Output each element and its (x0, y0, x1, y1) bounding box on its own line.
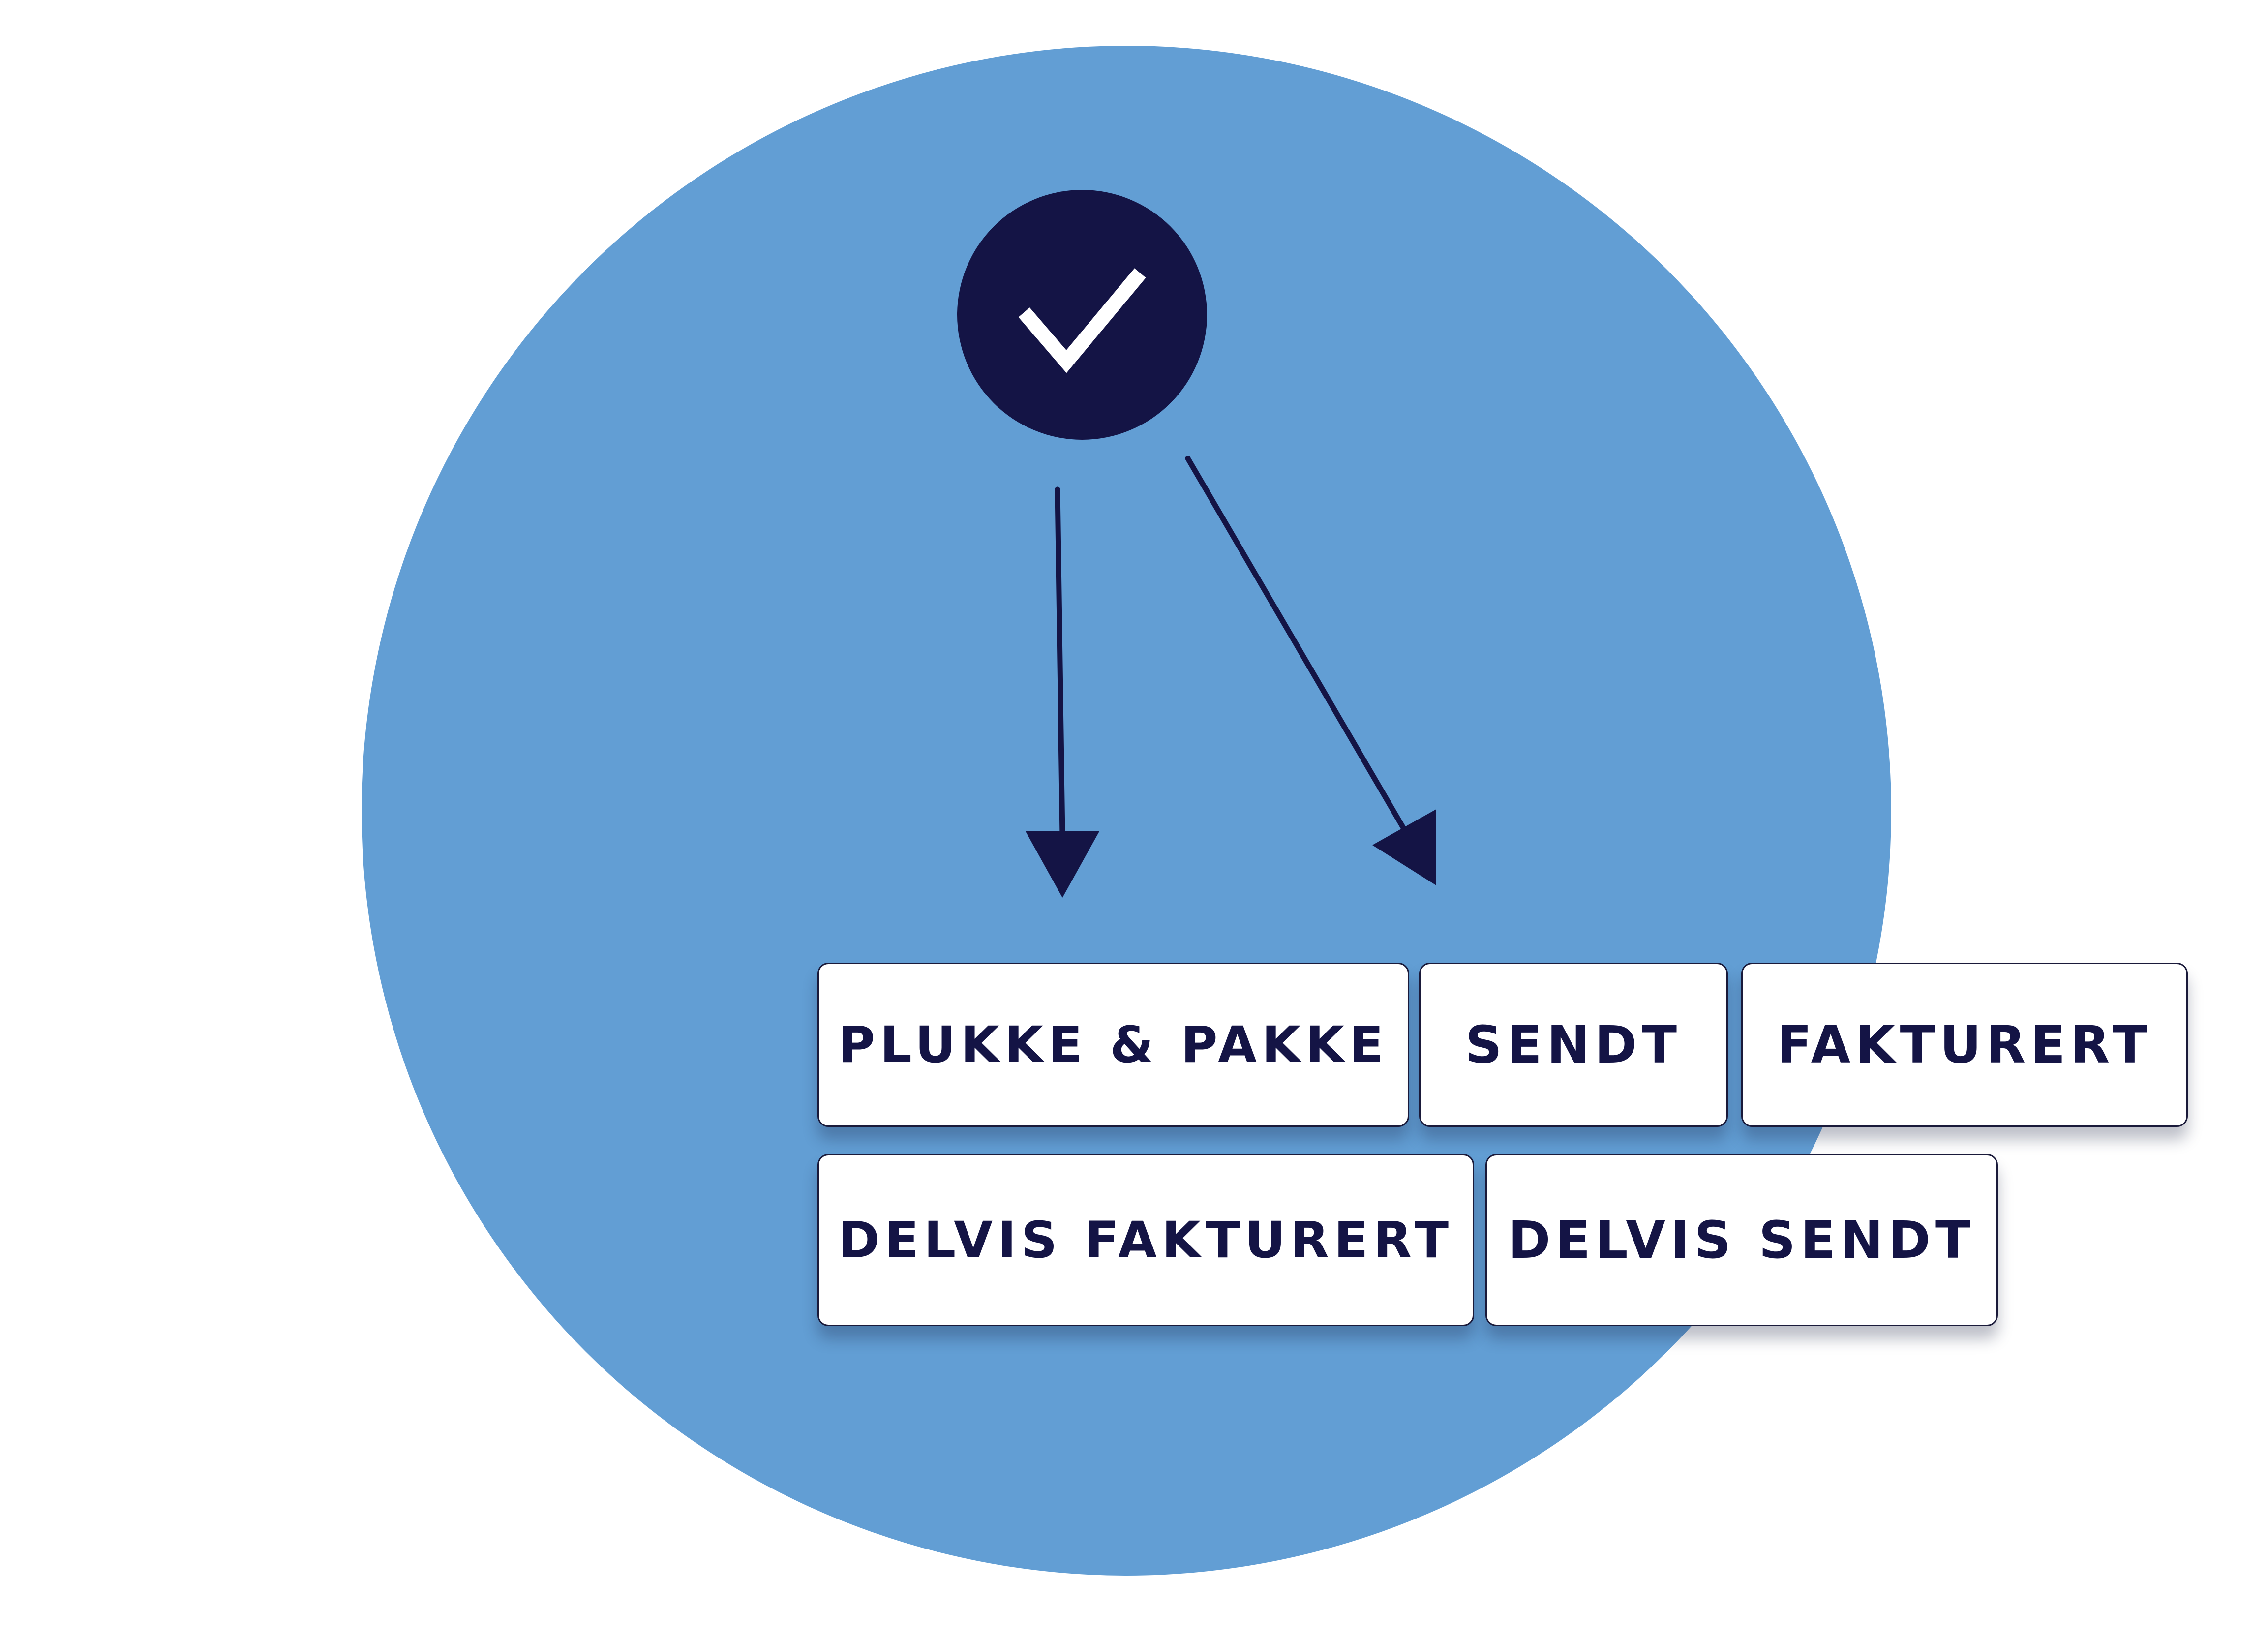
status-box-delvis-sendt: DELVIS SENDT (1485, 1154, 1998, 1326)
status-label: SENDT (1465, 1015, 1682, 1075)
status-box-plukke-pakke: PLUKKE & PAKKE (817, 963, 1409, 1127)
status-box-fakturert: FAKTURERT (1741, 963, 2188, 1127)
check-icon (1018, 268, 1146, 373)
status-label: DELVIS SENDT (1508, 1210, 1975, 1270)
status-label: PLUKKE & PAKKE (838, 1015, 1389, 1074)
status-label: DELVIS FAKTURERT (838, 1211, 1454, 1270)
arrow-down-shaft (1055, 486, 1065, 839)
status-node (957, 190, 1207, 440)
arrow-down (1026, 486, 1099, 898)
status-label: FAKTURERT (1777, 1015, 2152, 1075)
status-node-circle (957, 190, 1207, 440)
arrow-down-head (1026, 831, 1099, 898)
status-box-sendt: SENDT (1419, 963, 1728, 1127)
status-box-delvis-fakturert: DELVIS FAKTURERT (817, 1154, 1474, 1326)
arrow-diagonal-head (1372, 809, 1436, 885)
arrow-diagonal (1185, 456, 1436, 885)
arrow-diagonal-shaft (1185, 456, 1410, 837)
